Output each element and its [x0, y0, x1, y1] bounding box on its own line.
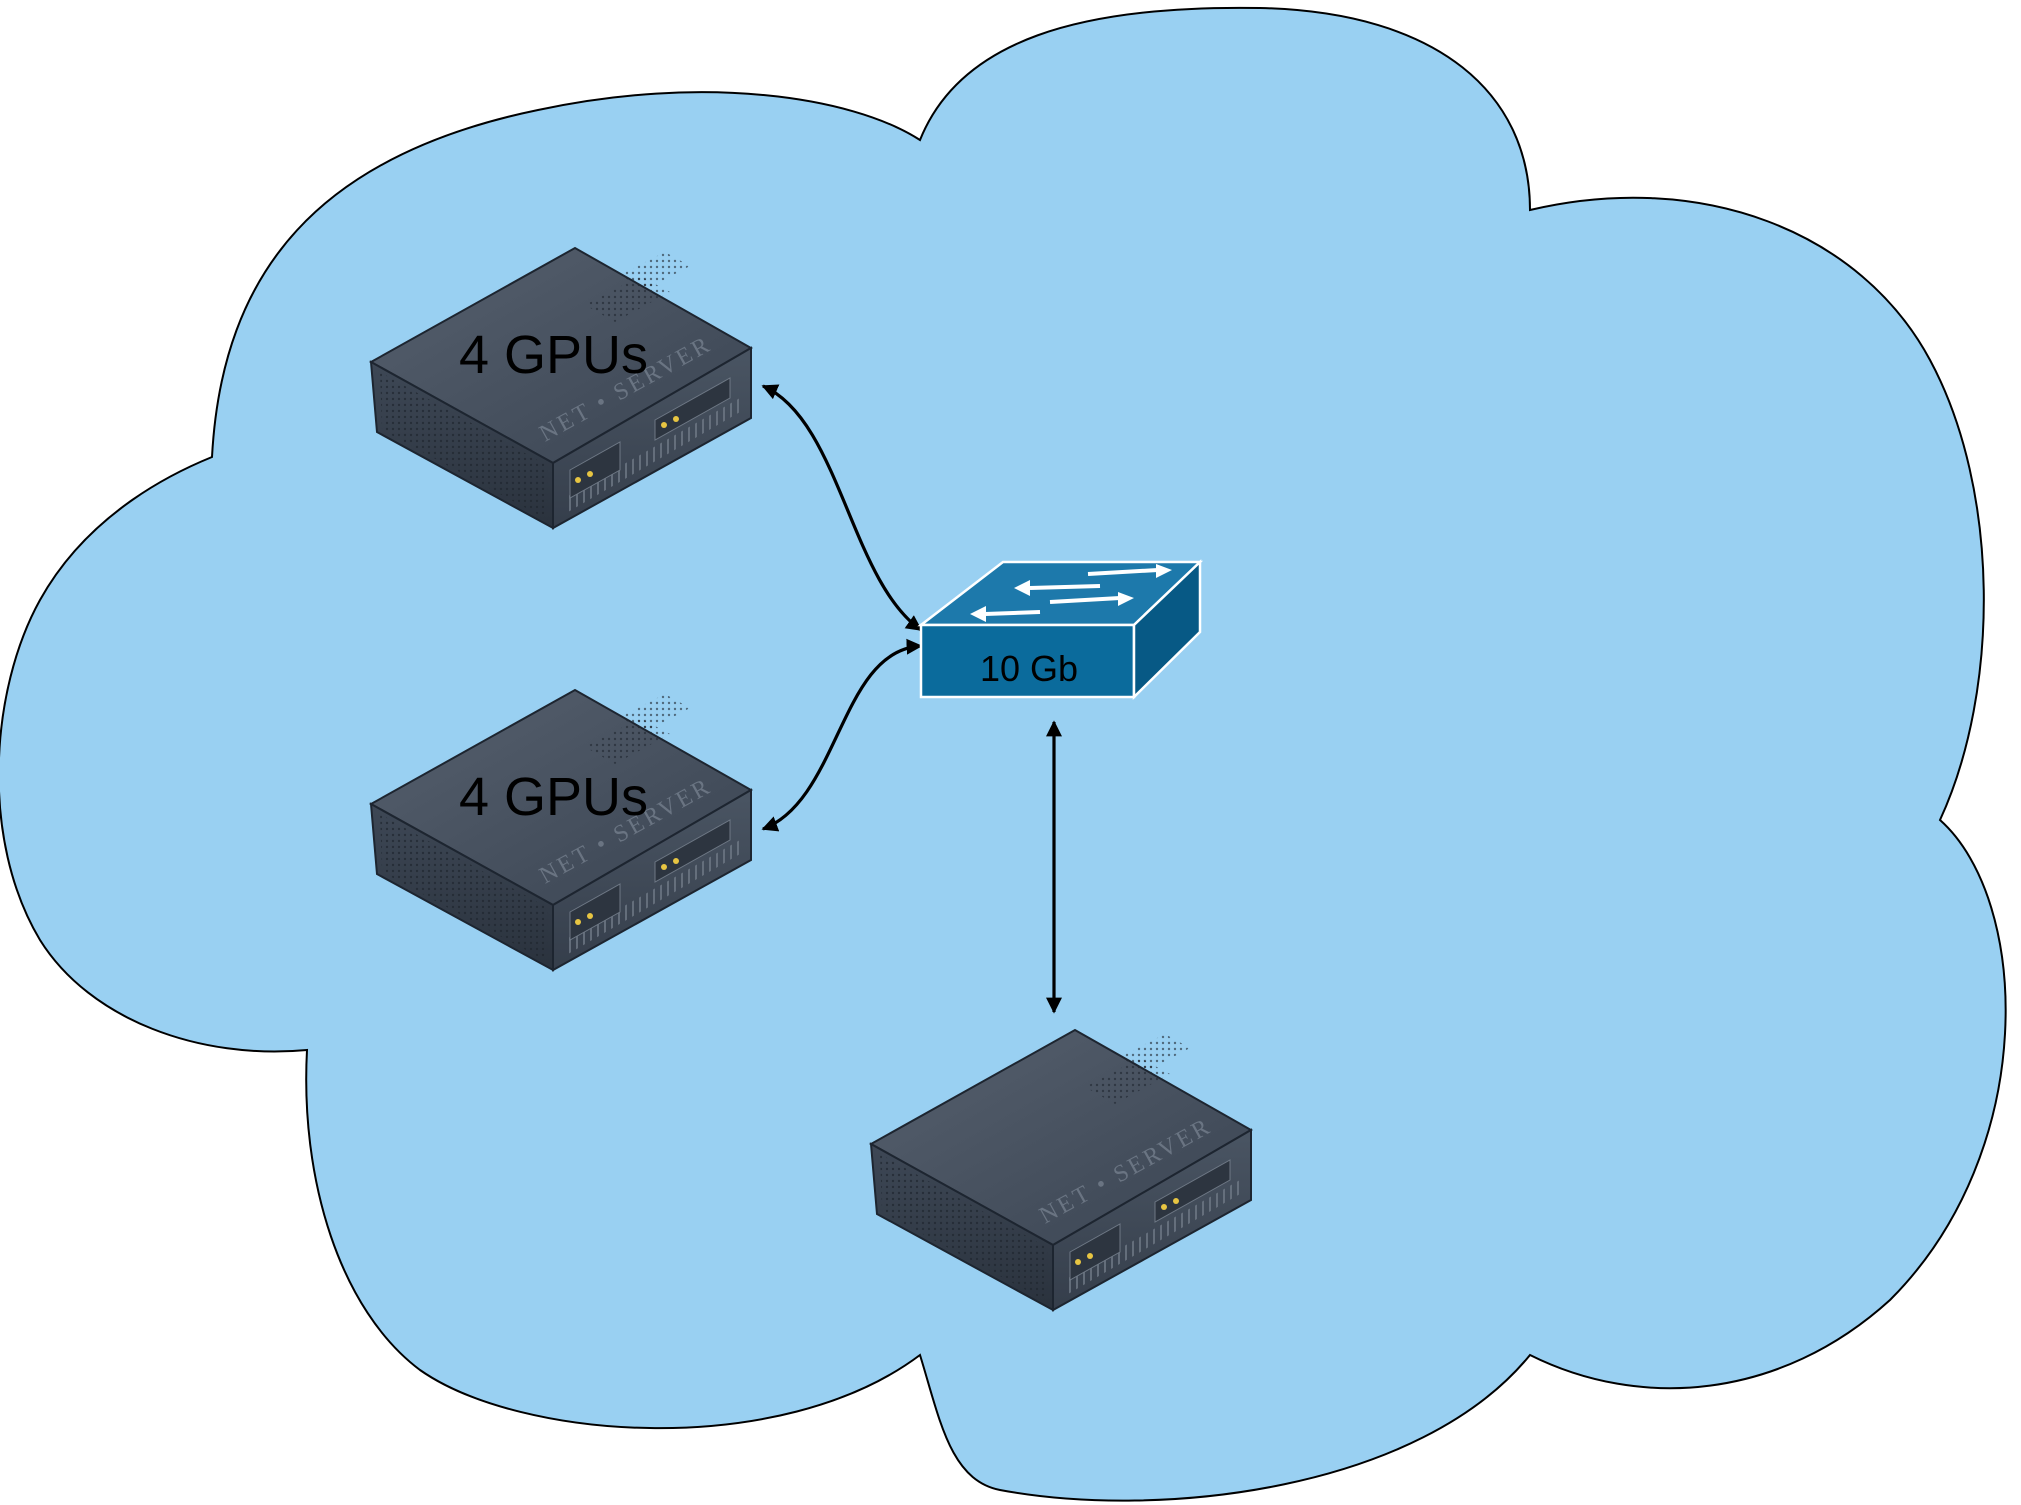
- network-switch-icon: [917, 559, 1204, 700]
- network-switch: 10 Gb: [917, 559, 1204, 700]
- server-2-label: 4 GPUs: [459, 767, 648, 827]
- link-server-1-switch: [761, 384, 923, 632]
- server-3: NET • SERVER: [868, 1028, 1254, 1312]
- rack-server-icon: NET • SERVER: [868, 1028, 1254, 1312]
- rack-server-icon: NET • SERVER: [368, 246, 754, 530]
- server-1: NET • SERVER 4 GPUs: [368, 246, 754, 530]
- rack-server-icon: NET • SERVER: [368, 688, 754, 972]
- server-1-label: 4 GPUs: [459, 325, 648, 385]
- link-server-2-switch: [761, 638, 923, 832]
- switch-label: 10 Gb: [980, 648, 1078, 689]
- server-2: NET • SERVER 4 GPUs: [368, 688, 754, 972]
- connectors: [761, 384, 1062, 1014]
